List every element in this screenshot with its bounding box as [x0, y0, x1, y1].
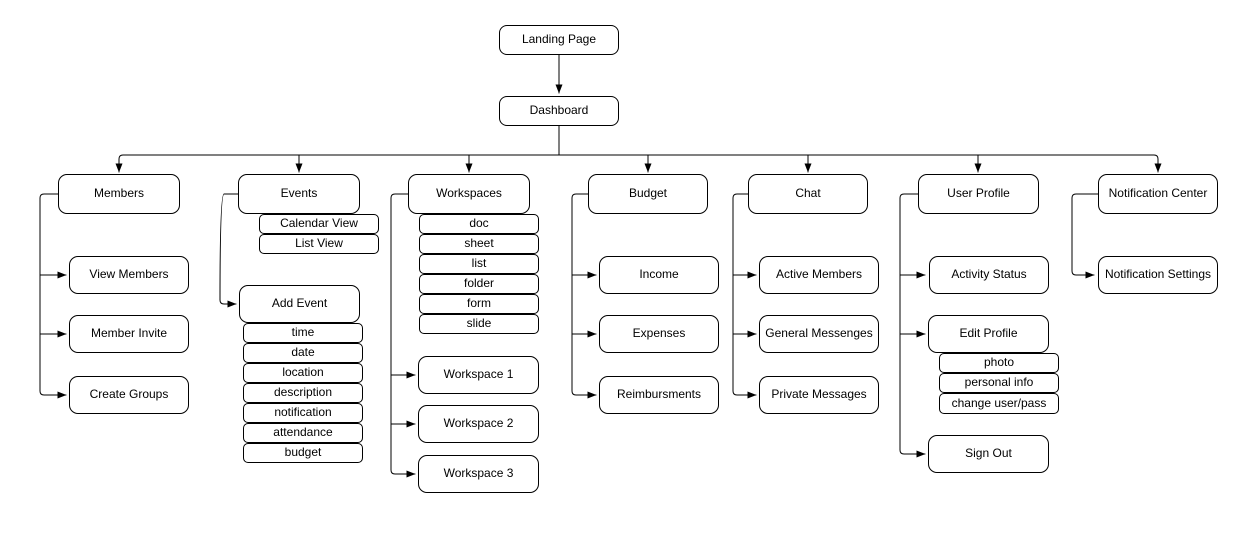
row-time: time — [243, 323, 363, 343]
node-chat: Chat — [748, 174, 868, 214]
row-budget-field: budget — [243, 443, 363, 463]
row-folder: folder — [419, 274, 539, 294]
row-attendance: attendance — [243, 423, 363, 443]
row-change-user-pass: change user/pass — [939, 393, 1059, 414]
node-activity-status: Activity Status — [929, 256, 1049, 294]
node-workspaces: Workspaces — [408, 174, 530, 214]
row-slide: slide — [419, 314, 539, 334]
row-list: list — [419, 254, 539, 274]
node-notification-center: Notification Center — [1098, 174, 1218, 214]
node-sign-out: Sign Out — [928, 435, 1049, 473]
node-workspace-2: Workspace 2 — [418, 405, 539, 443]
row-form: form — [419, 294, 539, 314]
node-landing-page: Landing Page — [499, 25, 619, 55]
row-notification: notification — [243, 403, 363, 423]
node-view-members: View Members — [69, 256, 189, 294]
row-doc: doc — [419, 214, 539, 234]
node-user-profile: User Profile — [918, 174, 1039, 214]
row-photo: photo — [939, 353, 1059, 373]
node-reimbursments: Reimbursments — [599, 376, 719, 414]
node-workspace-3: Workspace 3 — [418, 455, 539, 493]
row-description: description — [243, 383, 363, 403]
row-calendar-view: Calendar View — [259, 214, 379, 234]
node-private-messages: Private Messages — [759, 376, 879, 414]
node-general-messenges: General Messenges — [759, 315, 879, 353]
node-edit-profile: Edit Profile — [928, 315, 1049, 353]
node-events: Events — [238, 174, 360, 214]
node-member-invite: Member Invite — [69, 315, 189, 353]
row-date: date — [243, 343, 363, 363]
node-budget: Budget — [588, 174, 708, 214]
row-personal-info: personal info — [939, 373, 1059, 393]
node-create-groups: Create Groups — [69, 376, 189, 414]
node-income: Income — [599, 256, 719, 294]
node-active-members: Active Members — [759, 256, 879, 294]
node-add-event: Add Event — [239, 285, 360, 323]
row-list-view: List View — [259, 234, 379, 254]
node-dashboard: Dashboard — [499, 96, 619, 126]
node-expenses: Expenses — [599, 315, 719, 353]
row-sheet: sheet — [419, 234, 539, 254]
node-notification-settings: Notification Settings — [1098, 256, 1218, 294]
row-location: location — [243, 363, 363, 383]
node-members: Members — [58, 174, 180, 214]
node-workspace-1: Workspace 1 — [418, 356, 539, 394]
